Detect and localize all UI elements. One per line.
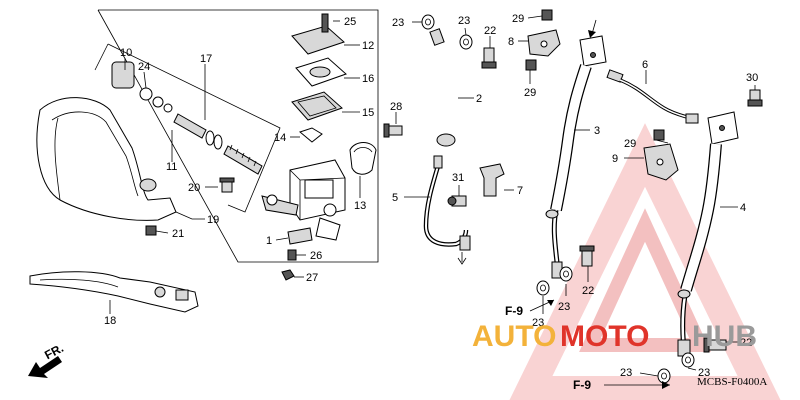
callout-21: 21: [172, 228, 184, 240]
brake-pipe-5: [423, 155, 471, 265]
callout-6: 6: [642, 59, 648, 71]
callout-1: 1: [266, 235, 272, 247]
ref-arrow-f9-upper: [529, 299, 555, 312]
callout-23-d: 23: [532, 317, 544, 329]
diagram-code: MCBS-F0400A: [697, 376, 767, 388]
brake-hose-4: [677, 111, 739, 357]
ref-arrow-f9-lower: [604, 381, 670, 389]
callout-30: 30: [746, 72, 758, 84]
washers-23-right: [657, 352, 695, 384]
nut-27: [281, 269, 295, 281]
callout-3: 3: [594, 125, 600, 137]
watermark-logo: [509, 123, 781, 400]
callout-19: 19: [207, 214, 219, 226]
diaphragm-14: [298, 127, 323, 143]
callout-31: 31: [452, 172, 464, 184]
ref-label-f9-lower: F-9: [573, 378, 591, 392]
switch-1: [287, 227, 313, 245]
ref-label-f9-upper: F-9: [505, 304, 523, 318]
callout-2: 2: [476, 93, 482, 105]
callout-5: 5: [392, 192, 398, 204]
callout-10: 10: [120, 47, 132, 59]
screw-26: [287, 249, 297, 261]
watermark-auto: AUTO: [472, 320, 556, 353]
callout-9-a: 9: [612, 153, 618, 165]
callout-13: 13: [354, 200, 366, 212]
callout-18: 18: [104, 315, 116, 327]
callout-29-b: 29: [524, 87, 536, 99]
callout-22-c: 22: [740, 337, 752, 349]
callout-16: 16: [362, 73, 374, 85]
callout-22-a: 22: [484, 25, 496, 37]
clip-7: [479, 163, 505, 197]
bolt-22-low: [703, 337, 727, 353]
callout-23-a: 23: [392, 17, 404, 29]
bolt-20: [219, 177, 235, 193]
piston-kit: [111, 61, 263, 175]
callout-17: 17: [200, 53, 212, 65]
callout-22-b: 22: [582, 285, 594, 297]
bolt-29-top: [541, 9, 553, 21]
callout-7: 7: [517, 185, 523, 197]
callout-12: 12: [362, 40, 374, 52]
reservoir-cap: [291, 13, 347, 121]
callout-8: 8: [508, 36, 514, 48]
callout-20: 20: [188, 182, 200, 194]
front-arrow: [28, 356, 62, 378]
callout-29-a: 29: [512, 13, 524, 25]
bolt-30: [747, 89, 763, 107]
callout-11: 11: [166, 161, 177, 173]
brake-lever: [29, 271, 199, 313]
bracket-9: [643, 143, 679, 181]
washers-23-left: [536, 266, 573, 296]
callout-23-e: 23: [698, 367, 710, 379]
hand-guard: [36, 97, 177, 221]
joint-8: [527, 29, 561, 57]
watermark-hub: HUB: [692, 320, 757, 353]
callout-24: 24: [138, 61, 150, 73]
callout-25: 25: [344, 16, 356, 28]
bolt-22-top: [481, 47, 497, 69]
callout-27: 27: [306, 272, 318, 284]
down-arrow: [588, 19, 597, 38]
front-label: FR.: [42, 341, 66, 362]
callout-26: 26: [310, 250, 322, 262]
bolt-31: [447, 195, 467, 207]
holder-13: [349, 142, 377, 175]
watermark-moto: MOTO: [560, 320, 649, 353]
callout-15: 15: [362, 107, 374, 119]
callout-28: 28: [390, 101, 402, 113]
bolt-29-low: [653, 129, 665, 141]
callout-29-c: 29: [624, 138, 636, 150]
brake-pipe-6: [606, 69, 699, 124]
assembly-frame: [94, 9, 379, 263]
callout-4: 4: [740, 202, 746, 214]
master-cylinder-body: [261, 159, 346, 241]
callout-23-c: 23: [558, 301, 570, 313]
bolt-21: [145, 225, 157, 236]
bolt-29-mid: [525, 59, 537, 71]
callout-23-b: 23: [458, 15, 470, 27]
brake-hose-3: [545, 35, 607, 279]
brake-hose-2: [429, 28, 456, 147]
bolt-22-mid: [579, 245, 595, 267]
callout-23-f: 23: [620, 367, 632, 379]
watermark-text: AUTO MOTO HUB: [472, 320, 757, 353]
leader-lines: [109, 15, 756, 377]
bolt-28: [383, 123, 403, 138]
callout-14: 14: [274, 132, 286, 144]
